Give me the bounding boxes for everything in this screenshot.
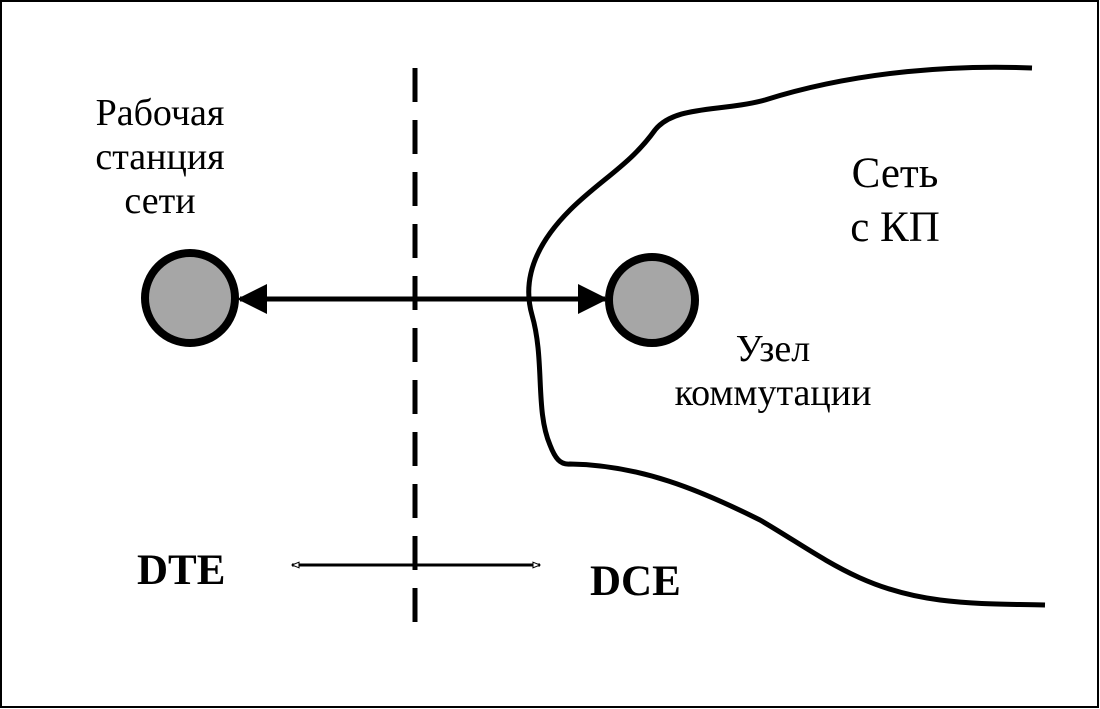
network-cloud-outline bbox=[526, 64, 1046, 608]
workstation-label-line-3: сети bbox=[124, 180, 196, 222]
workstation-label: Рабочая станция сети bbox=[75, 94, 245, 226]
network-label-line-2: с КП bbox=[850, 204, 940, 251]
workstation-node bbox=[141, 249, 239, 347]
switch-node-label-line-1: Узел bbox=[735, 328, 811, 370]
switch-node bbox=[605, 253, 699, 347]
switch-node-label: Узел коммутации bbox=[648, 330, 898, 418]
switch-node-label-line-2: коммутации bbox=[674, 372, 872, 414]
network-label: Сеть с КП bbox=[820, 152, 970, 260]
network-label-line-1: Сеть bbox=[851, 150, 939, 197]
dte-label: DTE bbox=[137, 547, 226, 594]
workstation-label-line-1: Рабочая bbox=[95, 92, 225, 134]
workstation-label-line-2: станция bbox=[95, 136, 225, 178]
dce-label: DCE bbox=[590, 558, 681, 605]
